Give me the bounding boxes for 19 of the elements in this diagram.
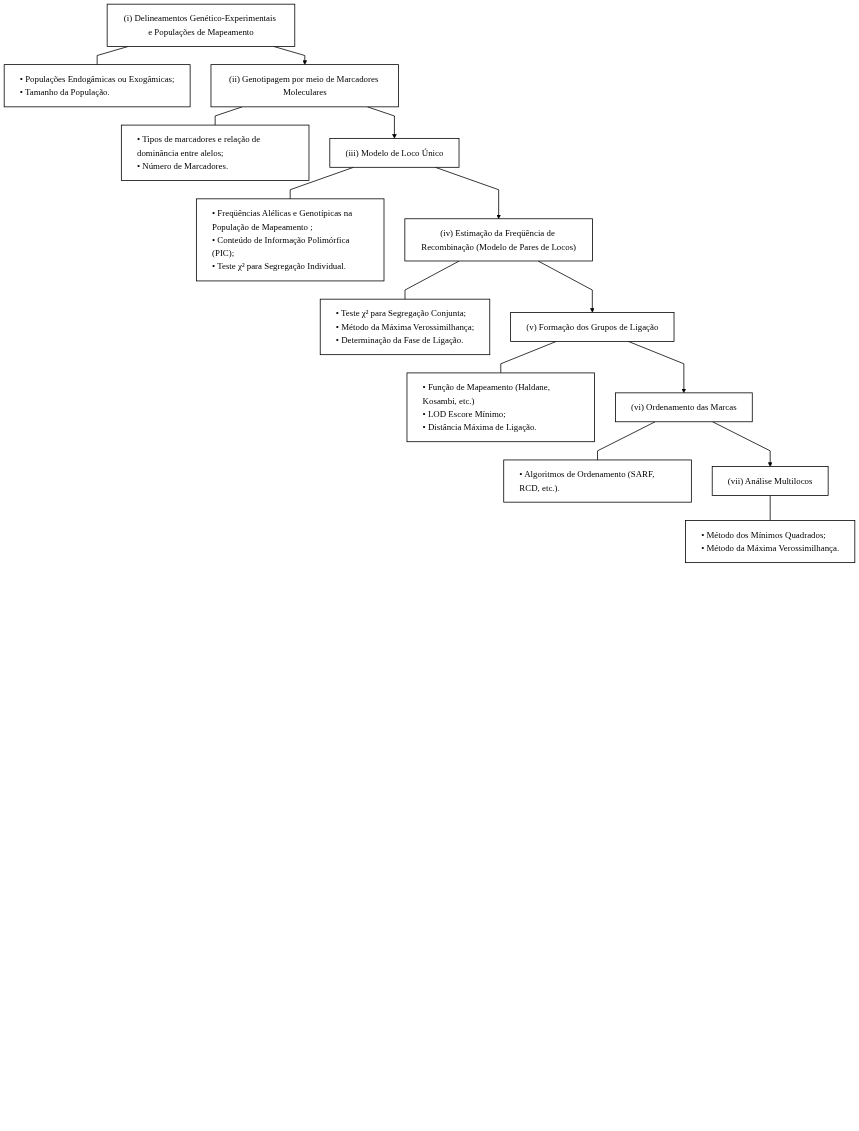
node-box: • Algoritmos de Ordenamento (SARF, RCD, etc.). xyxy=(503,459,692,503)
node-box: (vii) Análise Multilocos xyxy=(711,466,829,496)
node-box: (v) Formação dos Grupos de Ligação xyxy=(510,312,675,342)
connector xyxy=(769,495,771,521)
node-box: • Populações Endogâmicas ou Exogâmicas; • Tamanho da População. xyxy=(3,64,191,108)
connector xyxy=(500,341,557,374)
node-box: (i) Delineamentos Genético-Experimentais e Populações de Mapeamento xyxy=(106,3,296,47)
node-box: (vi) Ordenamento das Marcas xyxy=(615,392,753,423)
connector xyxy=(404,260,460,300)
node-box: (ii) Genotipagem por meio de Marcadores Moleculares xyxy=(210,64,399,108)
node-box: (iii) Modelo de Loco Único xyxy=(329,138,460,168)
node-box: (iv) Estimação da Freqüência de Recombinação (Modelo de Pares de Locos) xyxy=(404,218,593,262)
node-box: • Freqüências Alélicas e Genotípicas na População de Mapeamento ; • Conteúdo de Informação Polimórfica (PIC); • Teste χ² para Segregação Individual. xyxy=(196,198,385,282)
node-box: • Teste χ² para Segregação Conjunta; • Método da Máxima Verossimilhança; • Determinação da Fase de Ligação. xyxy=(319,298,491,356)
node-box: • Função de Mapeamento (Haldane, Kosambi, etc.) • LOD Escore Mínimo; • Distância Máxima de Ligação. xyxy=(406,372,595,443)
connector xyxy=(597,421,656,461)
node-box: • Tipos de marcadores e relação de dominância entre alelos; • Número de Marcadores. xyxy=(120,124,310,181)
connector xyxy=(214,106,243,126)
node-box: • Método dos Mínimos Quadrados; • Método da Máxima Verossimilhança. xyxy=(685,520,856,563)
